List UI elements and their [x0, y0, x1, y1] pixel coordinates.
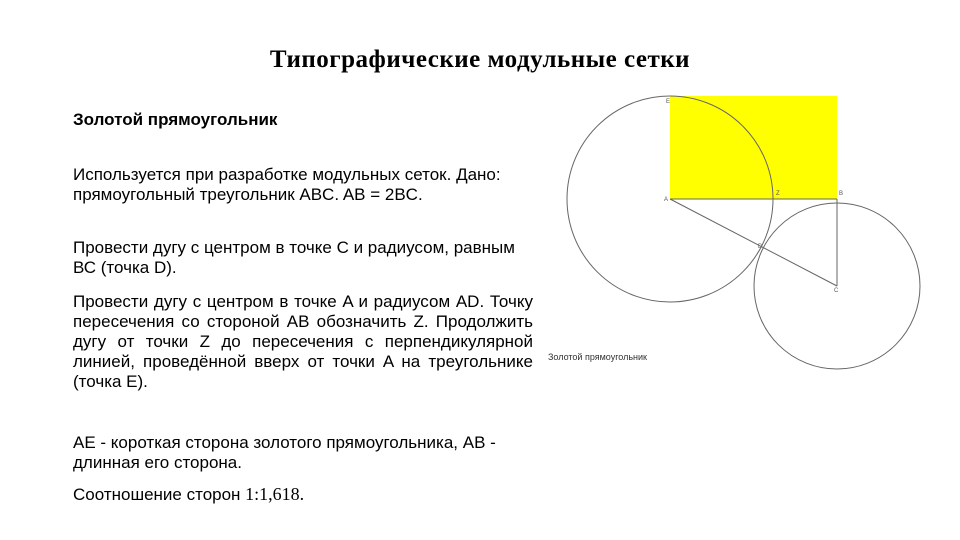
point-c-label: C: [834, 288, 839, 294]
point-a-label: A: [664, 197, 668, 203]
point-e-label: E: [666, 99, 670, 105]
ratio-line: Соотношение сторон 1:1,618.: [73, 484, 533, 505]
ratio-value: 1:1,618.: [245, 484, 305, 504]
ratio-label: Соотношение сторон: [73, 485, 246, 504]
paragraph-given: Используется при разработке модульных се…: [73, 165, 501, 204]
slide-title: Типографические модульные сетки: [269, 46, 691, 73]
diagram-svg: E A Z B D C: [566, 95, 921, 370]
segment-ac: [669, 198, 838, 287]
point-z-label: Z: [776, 191, 780, 197]
section-heading: Золотой прямоугольник: [73, 110, 278, 129]
golden-rectangle: [670, 96, 837, 199]
point-d-label: D: [758, 244, 763, 250]
golden-rectangle-diagram: E A Z B D C: [540, 90, 940, 390]
paragraph-step-1: Провести дугу с центром в точке С и ради…: [73, 238, 515, 277]
point-b-label: B: [839, 191, 843, 197]
paragraph-step-2: Провести дугу с центром в точке A и ради…: [73, 292, 533, 391]
paragraph-conclusion: AE - короткая сторона золотого прямоугол…: [73, 433, 496, 472]
figure-caption: Золотой прямоугольник: [548, 352, 647, 362]
